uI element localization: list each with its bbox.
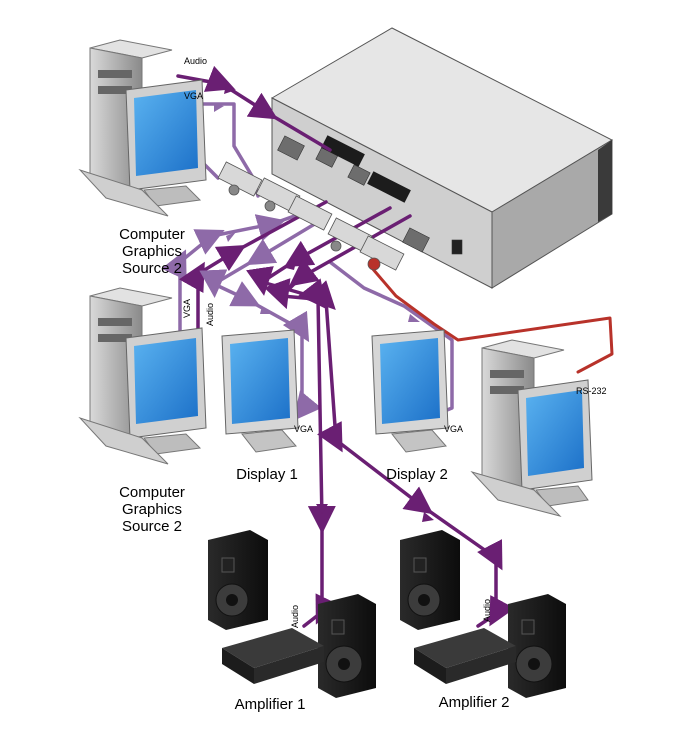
audio-cable-amplifier-2 (264, 214, 515, 628)
amplifier-2-speakers-icon (400, 530, 566, 698)
amplifier-1-caption: Amplifier 1 (234, 696, 306, 713)
matrix-switcher-device (270, 27, 614, 289)
audio-label-amp2: Audio (482, 599, 492, 622)
audio-label-amp1: Audio (290, 605, 300, 628)
source-bottom-caption: Computer Graphics Source 2 (92, 484, 212, 535)
connector-plugs (217, 161, 405, 271)
display-1-monitor-icon (221, 329, 299, 453)
cable-arrows (214, 84, 434, 522)
source-top-caption: Computer Graphics Source 2 (92, 226, 212, 277)
computer-bottom-icon (78, 287, 207, 465)
computer-control-icon (470, 339, 593, 517)
display-2-caption: Display 2 (386, 466, 448, 483)
vga-label-top: VGA (184, 91, 204, 101)
amplifier-2-caption: Amplifier 2 (438, 694, 510, 711)
display-1-caption: Display 1 (236, 466, 298, 483)
caption-line: Graphics (121, 243, 183, 260)
caption-line: Source 2 (121, 518, 183, 535)
rs232-label: RS-232 (576, 386, 607, 396)
computer-top-icon (78, 39, 207, 217)
display-2-monitor-icon (371, 329, 449, 453)
vga-label-left: VGA (182, 299, 192, 318)
vga-label-display-1: VGA (294, 424, 314, 434)
caption-line: Graphics (121, 501, 183, 518)
vga-label-display-2: VGA (444, 424, 464, 434)
audio-label-top: Audio (184, 56, 208, 66)
rs232-cable (370, 266, 614, 374)
amplifier-1-speakers-icon (208, 530, 376, 698)
caption-line: Computer (119, 226, 185, 243)
caption-line: Computer (119, 484, 185, 501)
audio-label-left: Audio (205, 303, 215, 326)
caption-line: Source 2 (121, 260, 183, 277)
